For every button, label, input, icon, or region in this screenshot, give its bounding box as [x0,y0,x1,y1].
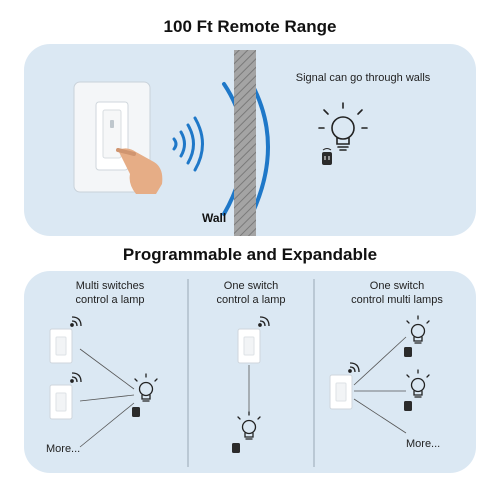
switch-1b-icon [49,384,73,420]
switch-2-icon [237,328,261,364]
title-programmable: Programmable and Expandable [122,245,378,264]
wall-label: Wall [202,211,227,225]
connector-lines-1 [79,348,135,448]
wall-block [234,50,256,236]
switch-3-icon [329,374,353,410]
programmable-panel: Multi switches control a lamp One switch… [24,271,476,473]
light-bulb-icon [318,102,368,151]
wifi-signal-icon [258,316,270,327]
connector-lines-3 [353,336,407,434]
col3-more-text: More... [406,438,441,450]
smart-plug-icon [404,401,412,411]
wifi-signal-icon [70,372,82,383]
light-bulb-icon [406,369,430,398]
col2-caption: One switch control a lamp [198,279,304,307]
col3-line2: control multi lamps [351,294,443,306]
light-bulb-icon [237,411,261,440]
signal-text: Signal can go through walls [295,72,431,84]
col3-line1: One switch [369,280,425,292]
switch-1a-icon [49,328,73,364]
smart-plug-icon [132,407,140,417]
hand-pointer-icon [116,148,163,194]
title-remote-range: 100 Ft Remote Range [163,17,337,36]
wifi-signal-icon [70,316,82,327]
col2-line2: control a lamp [216,294,286,306]
col2-line1: One switch [223,280,279,292]
light-bulb-icon [406,315,430,344]
col1-line2: control a lamp [75,294,145,306]
col1-line1: Multi switches [75,280,145,292]
col1-more-text: More... [46,443,81,455]
remote-range-panel: Signal can go through walls Wall [24,44,476,236]
smart-plug-icon [232,443,240,453]
wifi-signal-icon [348,362,360,373]
col3-caption: One switch control multi lamps [324,279,470,307]
smart-plug-icon [404,347,412,357]
light-bulb-icon [134,373,158,402]
col1-caption: Multi switches control a lamp [54,279,166,307]
smart-plug-icon [322,148,332,165]
